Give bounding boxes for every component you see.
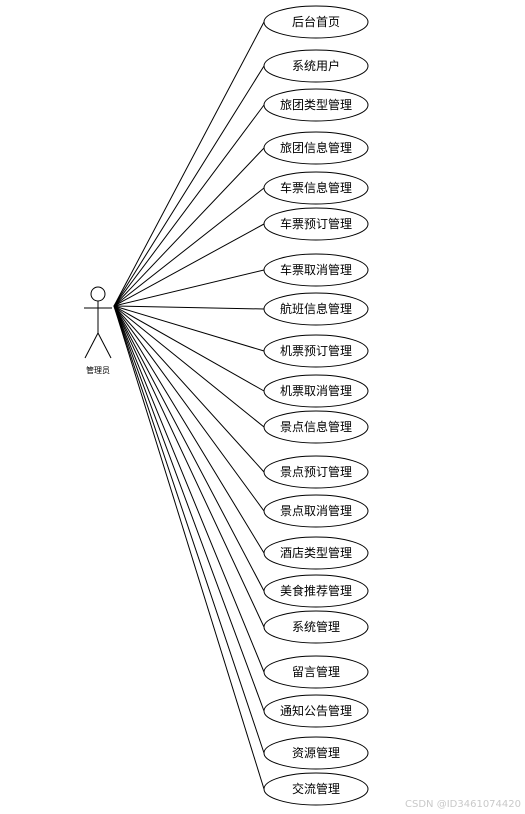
use-case: 机票预订管理 [263, 334, 369, 368]
association-line [113, 65, 265, 307]
association-line [113, 223, 265, 307]
use-case-label: 资源管理 [292, 745, 340, 760]
use-case: 车票取消管理 [263, 253, 369, 287]
use-case-ellipse [263, 171, 369, 205]
use-case-label: 车票取消管理 [280, 262, 352, 277]
use-case: 车票信息管理 [263, 171, 369, 205]
association-line [113, 305, 265, 712]
use-case-ellipse [263, 334, 369, 368]
actor-label: 管理员 [86, 365, 110, 375]
use-case-label: 留言管理 [292, 664, 340, 679]
use-case-label: 景点信息管理 [280, 419, 352, 434]
use-case: 旅团信息管理 [263, 131, 369, 165]
use-case: 机票取消管理 [263, 374, 369, 408]
use-case: 系统用户 [263, 49, 369, 83]
use-case: 景点取消管理 [263, 494, 369, 528]
association-line [113, 305, 265, 754]
use-case: 景点预订管理 [263, 455, 369, 489]
use-case: 资源管理 [263, 736, 369, 770]
association-line [113, 147, 265, 307]
association-line [113, 305, 265, 428]
use-case: 旅团类型管理 [263, 88, 369, 122]
use-case-label: 车票信息管理 [280, 180, 352, 195]
use-case-ellipse [263, 574, 369, 608]
use-case: 系统管理 [263, 610, 369, 644]
use-case-ellipse [263, 49, 369, 83]
use-case-ellipse [263, 207, 369, 241]
use-case-label: 系统用户 [292, 58, 340, 73]
association-line [113, 104, 265, 307]
use-case-label: 酒店类型管理 [280, 545, 352, 560]
association-lines [113, 21, 265, 790]
use-case: 通知公告管理 [263, 694, 369, 728]
use-case-label: 机票取消管理 [280, 383, 352, 398]
use-case-ellipse [263, 410, 369, 444]
actor-left-leg [84, 332, 99, 359]
association-line [113, 305, 265, 592]
use-case-ellipse [263, 655, 369, 689]
use-case-ellipse [263, 131, 369, 165]
use-case-list: 后台首页系统用户旅团类型管理旅团信息管理车票信息管理车票预订管理车票取消管理航班… [263, 5, 369, 806]
use-case: 酒店类型管理 [263, 536, 369, 570]
use-case-ellipse [263, 374, 369, 408]
association-line [113, 305, 265, 352]
association-line [113, 305, 265, 310]
association-line [113, 305, 265, 790]
association-line [113, 269, 265, 307]
use-case-ellipse [263, 292, 369, 326]
association-line [113, 305, 265, 512]
association-line [113, 21, 265, 307]
use-case-label: 美食推荐管理 [280, 583, 352, 598]
use-case-ellipse [263, 88, 369, 122]
association-line [113, 187, 265, 307]
use-case-label: 车票预订管理 [280, 216, 352, 231]
use-case: 后台首页 [263, 5, 369, 39]
association-line [113, 305, 265, 673]
association-line [113, 305, 265, 392]
actor-head [90, 286, 106, 302]
actor-right-leg [97, 332, 112, 359]
use-case-ellipse [263, 694, 369, 728]
use-case-ellipse [263, 536, 369, 570]
use-case-label: 景点取消管理 [280, 503, 352, 518]
use-case-label: 后台首页 [292, 14, 340, 29]
association-line [113, 305, 265, 554]
use-case-ellipse [263, 494, 369, 528]
use-case-label: 旅团信息管理 [280, 140, 352, 155]
use-case: 美食推荐管理 [263, 574, 369, 608]
use-case-label: 景点预订管理 [280, 464, 352, 479]
use-case-ellipse [263, 736, 369, 770]
association-line [113, 305, 265, 473]
use-case: 车票预订管理 [263, 207, 369, 241]
use-case: 交流管理 [263, 772, 369, 806]
use-case-label: 机票预订管理 [280, 343, 352, 358]
use-case-ellipse [263, 5, 369, 39]
use-case-label: 航班信息管理 [280, 301, 352, 316]
use-case-label: 交流管理 [292, 781, 340, 796]
use-case-ellipse [263, 455, 369, 489]
use-case-label: 旅团类型管理 [280, 97, 352, 112]
association-line [113, 305, 265, 628]
use-case: 航班信息管理 [263, 292, 369, 326]
use-case-label: 系统管理 [292, 619, 340, 634]
use-case: 景点信息管理 [263, 410, 369, 444]
use-case-label: 通知公告管理 [280, 703, 352, 718]
actor-admin: 管理员 [84, 286, 112, 375]
use-case-ellipse [263, 772, 369, 806]
use-case-ellipse [263, 610, 369, 644]
watermark: CSDN @ID3461074420 [405, 799, 521, 810]
use-case-ellipse [263, 253, 369, 287]
use-case: 留言管理 [263, 655, 369, 689]
